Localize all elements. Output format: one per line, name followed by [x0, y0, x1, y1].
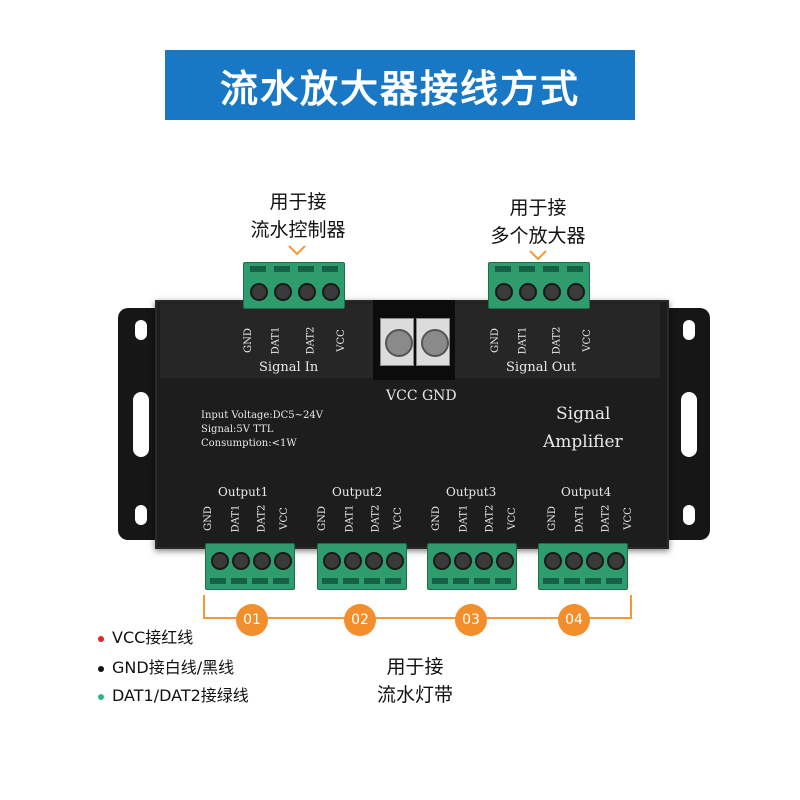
output-terminal-2 [317, 543, 407, 590]
pin-label: DAT1 [230, 504, 242, 533]
legend-vcc: VCC接红线 [98, 624, 193, 648]
power-screw-vcc [380, 318, 414, 366]
output-label-1: Output1 [218, 485, 269, 499]
black-dot-icon [98, 665, 104, 672]
signal-out-terminal [488, 262, 590, 309]
pin-label: VCC [392, 507, 404, 530]
pin-label: DAT1 [270, 326, 282, 355]
signal-in-terminal [243, 262, 345, 309]
pin-label: VCC [335, 329, 347, 352]
led-strip-note-line2: 流水灯带 [376, 684, 453, 706]
pin-label: VCC [278, 507, 290, 530]
output-bracket [203, 595, 632, 619]
pin-label: DAT1 [574, 504, 586, 533]
legend-gnd: GND接白线/黑线 [98, 654, 234, 678]
pin-label: DAT1 [517, 326, 529, 355]
mount-hole [681, 392, 697, 457]
chevron-down-icon [529, 250, 547, 261]
signal-in-note: 用于接 流水控制器 [243, 188, 353, 244]
output-terminal-3 [427, 543, 517, 590]
pin-label: GND [489, 328, 501, 353]
output-label-4: Output4 [561, 485, 612, 499]
signal-out-note: 用于接 多个放大器 [483, 194, 593, 250]
pin-label: DAT2 [551, 326, 563, 355]
mount-hole [683, 505, 695, 525]
output-marker-2: 02 [344, 604, 376, 636]
output-label-2: Output2 [332, 485, 383, 499]
red-dot-icon [98, 635, 104, 642]
signal-in-note-line1: 用于接 [269, 191, 327, 213]
pin-label: DAT2 [484, 504, 496, 533]
mount-hole [683, 320, 695, 340]
green-dot-icon [98, 693, 104, 700]
signal-out-note-line2: 多个放大器 [490, 225, 586, 247]
signal-in-note-line2: 流水控制器 [250, 219, 346, 241]
pin-label: GND [242, 328, 254, 353]
pin-label: GND [430, 506, 442, 531]
body-top-left [160, 303, 375, 378]
pin-label: GND [202, 506, 214, 531]
output-marker-3: 03 [455, 604, 487, 636]
led-strip-note-line1: 用于接 [386, 656, 444, 678]
body-top-right [455, 303, 660, 378]
legend-dat: DAT1/DAT2接绿线 [98, 682, 249, 706]
signal-in-label: Signal In [259, 360, 319, 375]
pin-label: GND [316, 506, 328, 531]
legend-dat-text: DAT1/DAT2接绿线 [112, 686, 249, 705]
mount-hole [135, 320, 147, 340]
pin-label: DAT2 [256, 504, 268, 533]
output-label-3: Output3 [446, 485, 497, 499]
pin-label: DAT1 [344, 504, 356, 533]
screw-icon [421, 329, 449, 357]
title-banner: 流水放大器接线方式 [165, 50, 635, 120]
screw-icon [385, 329, 413, 357]
pin-label: DAT2 [305, 326, 317, 355]
output-terminal-1 [205, 543, 295, 590]
chevron-down-icon [288, 245, 306, 256]
spec-signal: Signal:5V TTL [201, 424, 274, 435]
signal-out-note-line1: 用于接 [509, 197, 567, 219]
pin-label: DAT2 [370, 504, 382, 533]
spec-consumption: Consumption:<1W [201, 438, 297, 449]
led-strip-note: 用于接 流水灯带 [360, 653, 470, 709]
legend-vcc-text: VCC接红线 [112, 628, 194, 647]
pin-label: GND [546, 506, 558, 531]
banner-title: 流水放大器接线方式 [219, 66, 580, 111]
pin-label: VCC [506, 507, 518, 530]
mount-hole [133, 392, 149, 457]
output-terminal-4 [538, 543, 628, 590]
pin-label: DAT2 [600, 504, 612, 533]
mount-hole [135, 505, 147, 525]
power-label: VCC GND [386, 388, 457, 404]
device-name-line1: Signal [556, 404, 611, 424]
output-marker-4: 04 [558, 604, 590, 636]
pin-label: VCC [581, 329, 593, 352]
output-marker-1: 01 [236, 604, 268, 636]
signal-out-label: Signal Out [506, 360, 577, 375]
spec-voltage: Input Voltage:DC5~24V [201, 410, 323, 421]
pin-label: VCC [622, 507, 634, 530]
device-name-line2: Amplifier [543, 432, 623, 452]
legend-gnd-text: GND接白线/黑线 [112, 658, 235, 677]
power-screw-gnd [416, 318, 450, 366]
pin-label: DAT1 [458, 504, 470, 533]
